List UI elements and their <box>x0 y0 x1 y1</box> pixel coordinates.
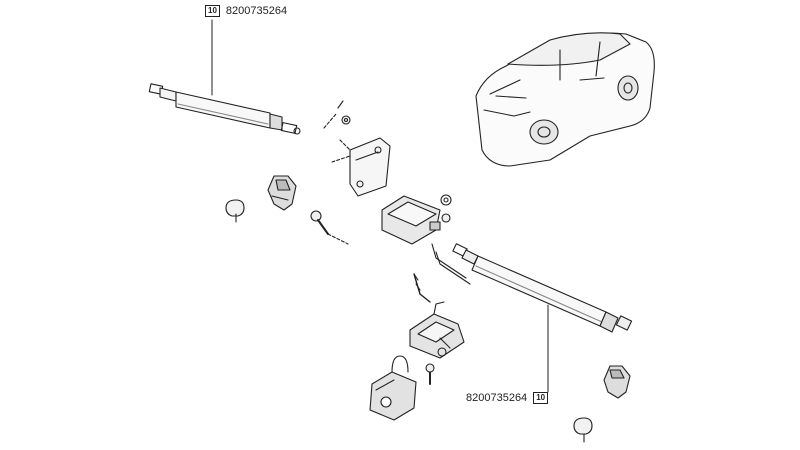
gas-strut-lower <box>452 243 633 393</box>
reference-number-box: 10 <box>205 5 220 17</box>
gas-strut-upper <box>148 19 301 135</box>
bolt-left <box>310 210 349 245</box>
bumper-clip-right <box>573 417 593 443</box>
part-number-label: 8200735264 <box>466 392 528 404</box>
lock-bracket <box>331 137 391 197</box>
part-callout-top: 10 8200735264 <box>205 5 287 17</box>
screw-top <box>323 100 351 129</box>
vehicle-illustration <box>475 32 655 167</box>
reference-number-box: 10 <box>533 392 549 404</box>
latch-striker <box>369 355 417 421</box>
operating-rod <box>413 243 471 303</box>
lock-switch <box>381 194 452 245</box>
part-number-label: 8200735264 <box>225 5 288 17</box>
retainer-clip-left <box>267 175 297 211</box>
bumper-clip-left <box>225 199 245 223</box>
part-callout-bottom: 8200735264 10 <box>466 392 549 404</box>
retainer-clip-right <box>603 365 631 399</box>
tailgate-latch <box>409 301 465 385</box>
